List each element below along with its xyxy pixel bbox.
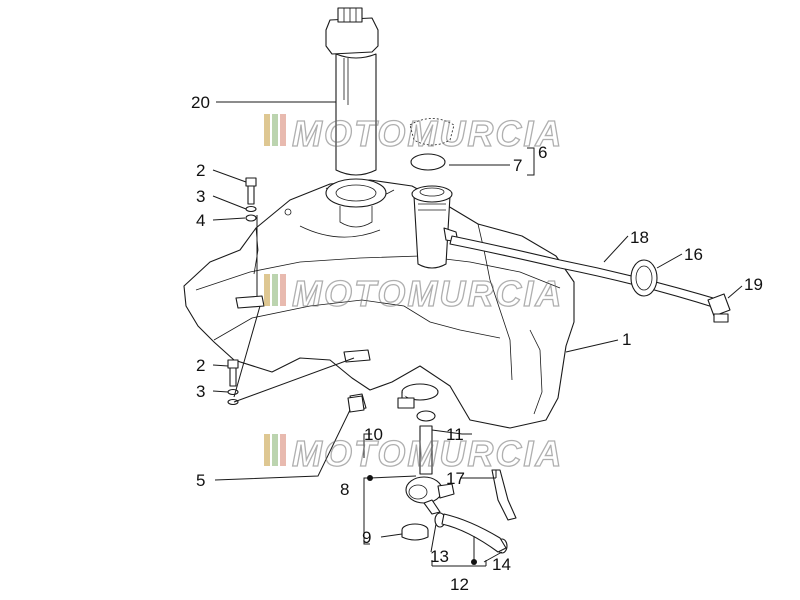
leader-lines [212, 101, 743, 567]
callout-17: 17 [446, 469, 465, 488]
callout-11: 11 [446, 425, 464, 444]
callout-16: 16 [684, 245, 703, 264]
fuel-tap [405, 476, 455, 515]
callout-4: 4 [196, 211, 205, 230]
watermark-bottom: MOTOMURCIA [264, 432, 563, 475]
callout-2-upper: 2 [196, 161, 205, 180]
watermark-text: MOTOMURCIA [292, 433, 563, 474]
o-ring [410, 153, 446, 171]
callout-6: 6 [538, 143, 547, 162]
watermark-top: MOTOMURCIA [264, 112, 563, 155]
callout-1: 1 [622, 330, 631, 349]
callout-labels: 20 7 6 2 3 4 18 16 19 1 2 3 10 11 17 5 8… [191, 93, 763, 594]
washer [416, 410, 436, 422]
callout-3-lower: 3 [196, 382, 205, 401]
callout-19: 19 [744, 275, 763, 294]
callout-20: 20 [191, 93, 210, 112]
callout-3-upper: 3 [196, 187, 205, 206]
vent-hose-lower [491, 469, 517, 521]
watermark-text: MOTOMURCIA [292, 273, 563, 314]
fuel-level-sender [325, 7, 379, 176]
callout-5: 5 [196, 471, 205, 490]
callout-7: 7 [513, 156, 522, 175]
callout-9: 9 [362, 528, 371, 547]
filler-cap-outline [409, 118, 455, 146]
lower-screw-set [227, 359, 239, 406]
hose-clamp-16 [630, 259, 658, 297]
watermark-middle: MOTOMURCIA [264, 272, 563, 315]
hose-clip-19 [707, 293, 731, 323]
callout-10: 10 [364, 425, 383, 444]
rubber-cap [401, 523, 429, 541]
watermark-text: MOTOMURCIA [292, 113, 563, 154]
fuel-hose [441, 513, 507, 553]
callout-14: 14 [492, 555, 511, 574]
fuel-outlet-pipe [419, 425, 433, 475]
callout-18: 18 [630, 228, 649, 247]
callout-12: 12 [450, 575, 469, 594]
callout-8: 8 [340, 480, 349, 499]
hose-clamp-large [397, 383, 439, 409]
callout-2-lower: 2 [196, 356, 205, 375]
upper-screw-set [245, 177, 257, 222]
spring-clip [347, 395, 365, 413]
callout-13: 13 [430, 547, 449, 566]
